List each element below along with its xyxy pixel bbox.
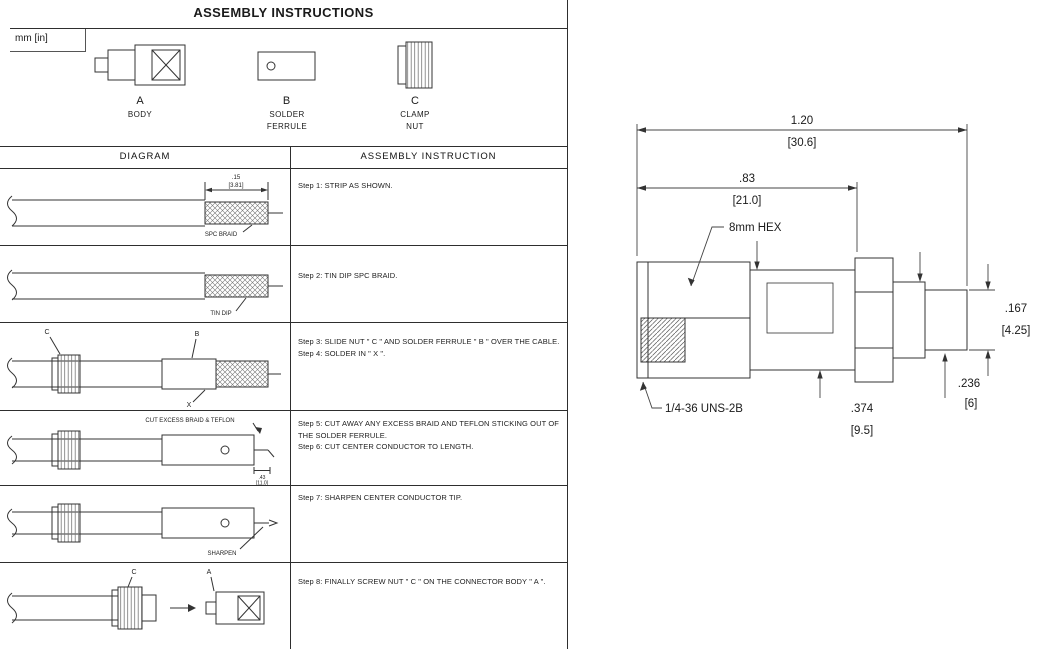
- column-divider: [290, 146, 291, 649]
- dim-overall-in: 1.20: [791, 115, 813, 127]
- ferrule-callout: B: [195, 331, 200, 338]
- spc-braid-label: SPC BRAID: [205, 232, 238, 238]
- step-text: Step 3: SLIDE NUT " C " AND SOLDER FERRU…: [298, 337, 560, 346]
- page-title: ASSEMBLY INSTRUCTIONS: [193, 5, 374, 20]
- cable-linework: [7, 336, 281, 403]
- dim-rear-dia-in: .167: [1005, 303, 1027, 315]
- dim-mid-dia-in: .236: [958, 378, 980, 390]
- part-c-letter: C: [411, 95, 419, 107]
- divider: [10, 28, 567, 29]
- dim-arrows: [205, 187, 268, 193]
- callout-arrow: [255, 427, 262, 434]
- panel-divider: [567, 0, 568, 649]
- column-header-instruction: ASSEMBLY INSTRUCTION: [360, 151, 497, 162]
- cable-linework: [7, 422, 275, 474]
- units-label: mm [in]: [15, 33, 48, 44]
- dim-body-in: .83: [739, 173, 755, 185]
- step-text: Step 5: CUT AWAY ANY EXCESS BRAID AND TE…: [298, 419, 559, 440]
- dim-overall-mm: [30.6]: [788, 137, 817, 149]
- diagram-step-1-strip: .15 [3.81] SPC BRAID: [7, 175, 283, 238]
- instruction-step-3-4: Step 3: SLIDE NUT " C " AND SOLDER FERRU…: [298, 336, 560, 359]
- cable-linework: [7, 503, 279, 550]
- dim-flange-in: .374: [851, 403, 874, 415]
- step-text: Step 7: SHARPEN CENTER CONDUCTOR TIP.: [298, 493, 463, 502]
- step-text: Step 4: SOLDER IN " X ".: [298, 348, 386, 358]
- cable-linework: [7, 182, 283, 233]
- part-a-name: BODY: [127, 110, 153, 119]
- clamp-nut-callout: C: [131, 569, 136, 576]
- strip-dim-in: .15: [232, 175, 241, 181]
- instruction-step-7: Step 7: SHARPEN CENTER CONDUCTOR TIP.: [298, 492, 560, 504]
- parts-drawing: [94, 41, 433, 89]
- tin-dip-label: TIN DIP: [210, 311, 231, 317]
- strip-dim-mm: [3.81]: [228, 183, 243, 189]
- sharpen-label: SHARPEN: [207, 551, 236, 557]
- diagram-step-7-sharpen: SHARPEN: [7, 503, 279, 557]
- step-text: Step 1: STRIP AS SHOWN.: [298, 181, 393, 190]
- divider: [0, 410, 567, 411]
- instruction-step-2: Step 2: TIN DIP SPC BRAID.: [298, 270, 560, 282]
- instruction-step-8: Step 8: FINALLY SCREW NUT " C " ON THE C…: [298, 576, 560, 588]
- dimension-arrowheads: [637, 127, 991, 391]
- divider: [0, 485, 567, 486]
- cable-linework: [7, 269, 283, 312]
- divider: [0, 146, 567, 147]
- thread-callout: 1/4-36 UNS-2B: [665, 403, 743, 415]
- divider: [0, 245, 567, 246]
- instruction-step-5-6: Step 5: CUT AWAY ANY EXCESS BRAID AND TE…: [298, 418, 560, 453]
- connector-outline: [636, 257, 968, 383]
- divider: [0, 562, 567, 563]
- part-b-letter: B: [282, 95, 291, 107]
- divider: [0, 168, 567, 169]
- solder-point-callout: X: [187, 402, 192, 409]
- dim-mid-dia-mm: [6]: [965, 398, 978, 410]
- parts-linework: [94, 41, 433, 89]
- direction-arrow: [188, 604, 196, 612]
- cut-dim-mm: [11.0]: [256, 481, 269, 486]
- dim-rear-dia-mm: [4.25]: [1002, 325, 1031, 337]
- part-b-name: SOLDER FERRULE: [266, 110, 308, 131]
- instruction-step-1: Step 1: STRIP AS SHOWN.: [298, 180, 560, 192]
- part-c-name: CLAMP NUT: [400, 110, 430, 131]
- units-cell: mm [in]: [10, 29, 86, 52]
- step-text: Step 2: TIN DIP SPC BRAID.: [298, 271, 398, 280]
- dim-flange-mm: [9.5]: [851, 425, 873, 437]
- clamp-nut-callout: C: [44, 329, 49, 336]
- part-a-letter: A: [136, 95, 144, 107]
- dim-body-mm: [21.0]: [733, 195, 762, 207]
- diagram-step-3-slide-nut: C B X: [7, 329, 281, 409]
- divider: [0, 322, 567, 323]
- connector-dimension-drawing: 1.20 [30.6] .83 [21.0] 8mm HEX .167 [4.2…: [636, 115, 1031, 437]
- diagram-step-8-assemble: C A: [7, 569, 265, 630]
- cut-dim-in: .43: [259, 475, 266, 481]
- step-text: Step 6: CUT CENTER CONDUCTOR TO LENGTH.: [298, 442, 474, 452]
- diagram-step-2-tin-dip: TIN DIP: [7, 269, 283, 317]
- body-callout: A: [207, 569, 212, 576]
- column-header-diagram: DIAGRAM: [119, 151, 171, 162]
- cut-excess-label: CUT EXCESS BRAID & TEFLON: [145, 418, 234, 424]
- dim-hex-label: 8mm HEX: [729, 222, 782, 234]
- assembly-linework: [7, 576, 265, 630]
- step-text: Step 8: FINALLY SCREW NUT " C " ON THE C…: [298, 577, 546, 586]
- dimension-lines: [636, 124, 995, 409]
- diagram-step-5-6-cut: CUT EXCESS BRAID & TEFLON .43 [11.0]: [7, 418, 275, 486]
